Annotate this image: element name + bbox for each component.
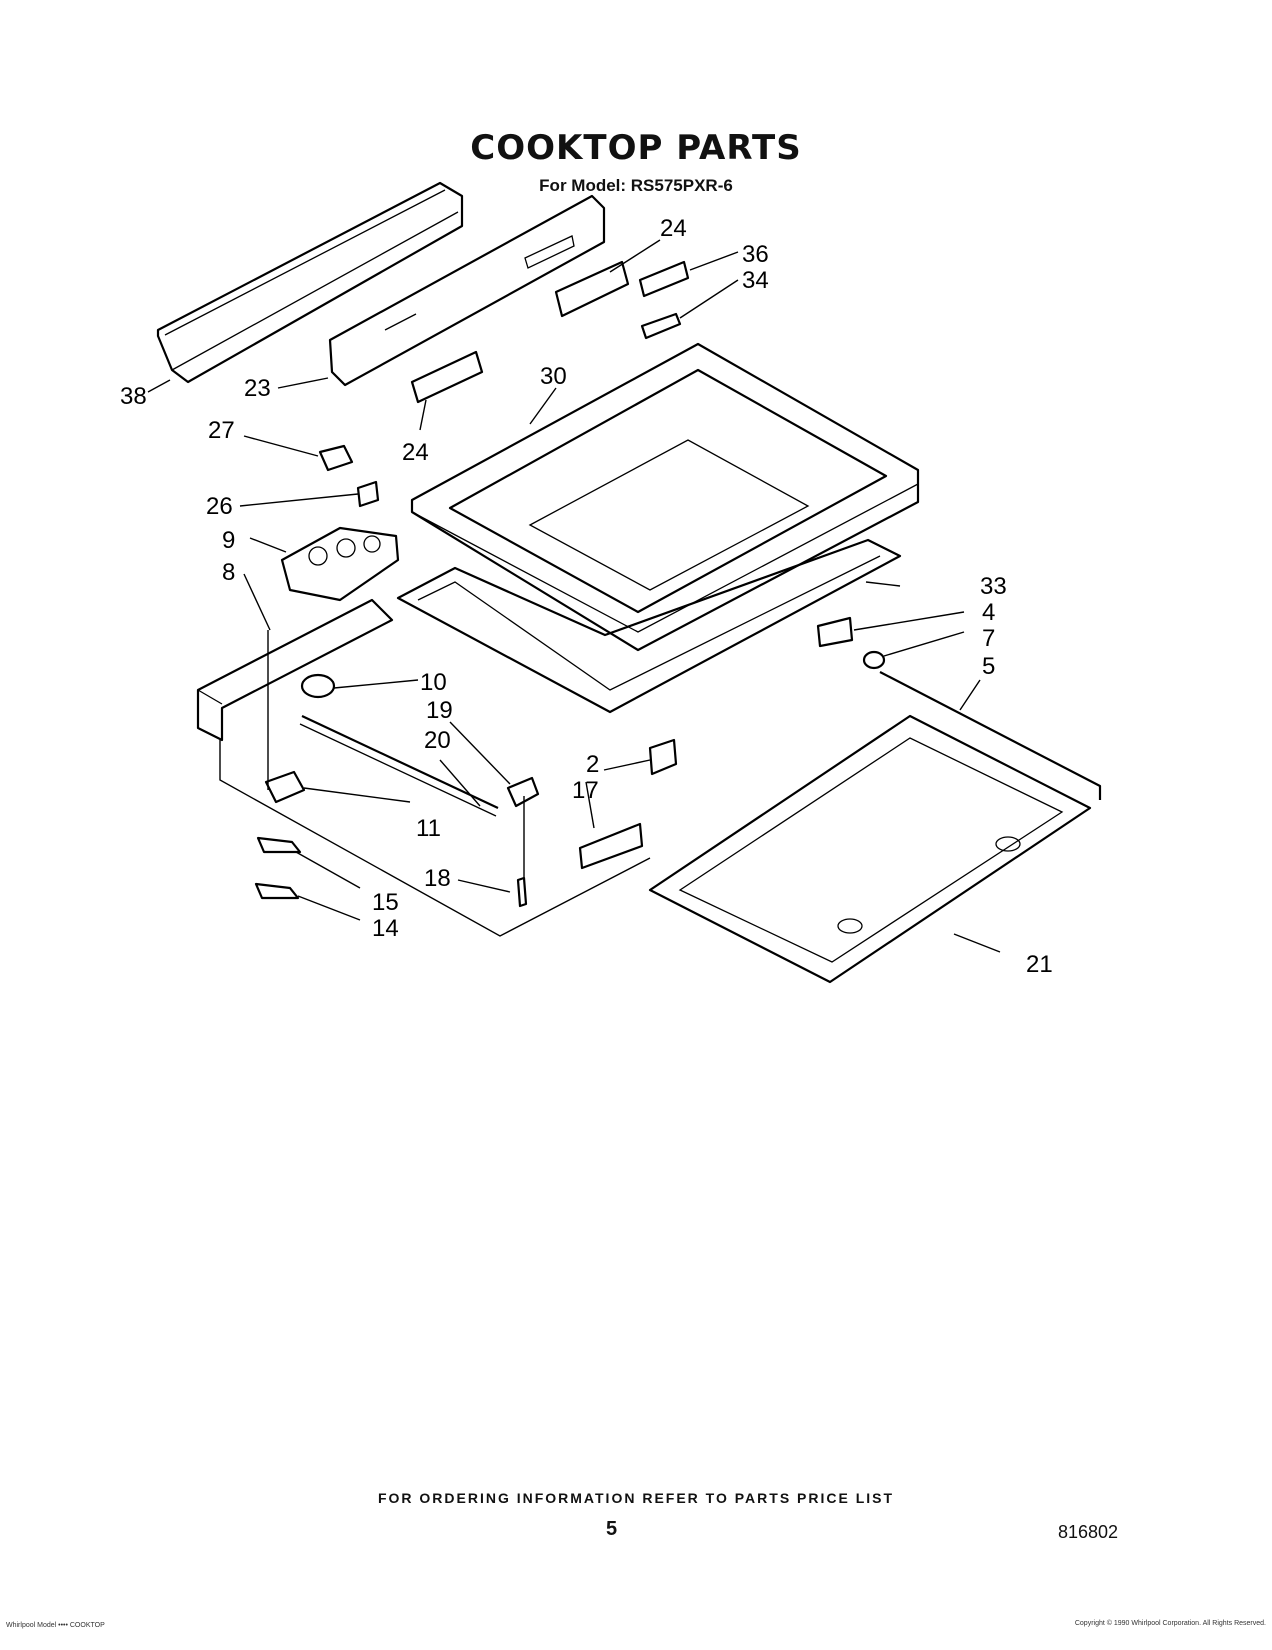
assembly-guide-lines bbox=[219, 630, 651, 937]
callout-8: 8 bbox=[222, 559, 235, 586]
callout-5: 5 bbox=[982, 653, 995, 680]
callout-2: 2 bbox=[586, 751, 599, 778]
part-17-bracket bbox=[578, 822, 644, 870]
page-number: 5 bbox=[606, 1518, 618, 1540]
part-24-switch-upper bbox=[554, 260, 630, 318]
callout-19: 19 bbox=[426, 697, 453, 724]
part-34-plate bbox=[640, 312, 682, 340]
page-title: COOKTOP PARTS bbox=[470, 128, 802, 168]
ordering-note: FOR ORDERING INFORMATION REFER TO PARTS … bbox=[377, 1490, 895, 1506]
callout-18: 18 bbox=[424, 865, 451, 892]
part-24-switch-lower bbox=[410, 350, 484, 404]
callout-24-upper: 24 bbox=[660, 215, 687, 242]
callout-10: 10 bbox=[420, 669, 447, 696]
callout-30: 30 bbox=[540, 363, 567, 390]
part-27-clip bbox=[318, 444, 354, 472]
part-5-rod bbox=[879, 671, 1102, 800]
part-8-bracket bbox=[196, 598, 394, 742]
part-2-clip bbox=[648, 738, 678, 776]
fine-print-right: Copyright © 1990 Whirlpool Corporation. … bbox=[1074, 1620, 1266, 1627]
part-18-screw bbox=[516, 876, 528, 908]
part-15-block bbox=[256, 836, 302, 854]
callout-21: 21 bbox=[1026, 951, 1053, 978]
part-7-fitting bbox=[862, 650, 886, 670]
callout-9: 9 bbox=[222, 527, 235, 554]
callout-15: 15 bbox=[372, 889, 399, 916]
callout-24-lower: 24 bbox=[402, 439, 429, 466]
part-38-trim bbox=[156, 181, 464, 384]
part-30-frame bbox=[410, 342, 920, 652]
part-20-rod bbox=[299, 715, 499, 817]
part-19-bracket bbox=[506, 776, 540, 808]
callout-38: 38 bbox=[120, 383, 147, 410]
fine-print-left: Whirlpool Model •••• COOKTOP bbox=[6, 1622, 105, 1629]
callout-20: 20 bbox=[424, 727, 451, 754]
callout-26: 26 bbox=[206, 493, 233, 520]
callout-4: 4 bbox=[982, 599, 995, 626]
part-14-block bbox=[254, 882, 300, 900]
callout-7: 7 bbox=[982, 625, 995, 652]
document-number: 816802 bbox=[1058, 1522, 1119, 1542]
part-33-gasket bbox=[396, 538, 902, 714]
part-9-switch bbox=[280, 526, 400, 602]
callout-36: 36 bbox=[742, 241, 769, 268]
part-26-clip bbox=[356, 480, 380, 508]
callout-33: 33 bbox=[980, 573, 1007, 600]
part-36-switch bbox=[638, 260, 690, 298]
callout-14: 14 bbox=[372, 915, 399, 942]
callout-17: 17 bbox=[572, 777, 599, 804]
part-4-terminal bbox=[816, 616, 854, 648]
part-21-base-pan bbox=[648, 714, 1092, 984]
part-10-knob bbox=[300, 673, 336, 699]
callout-27: 27 bbox=[208, 417, 235, 444]
part-23-bracket bbox=[328, 194, 606, 387]
callout-34: 34 bbox=[742, 267, 769, 294]
callout-23: 23 bbox=[244, 375, 271, 402]
callout-labels: 38 23 24 24 36 34 30 27 26 9 8 33 4 7 5 … bbox=[120, 215, 1053, 978]
model-subtitle: For Model: RS575PXR-6 bbox=[539, 176, 733, 195]
leader-lines bbox=[147, 239, 1001, 953]
callout-11: 11 bbox=[416, 815, 441, 842]
part-11-shield bbox=[264, 770, 306, 804]
